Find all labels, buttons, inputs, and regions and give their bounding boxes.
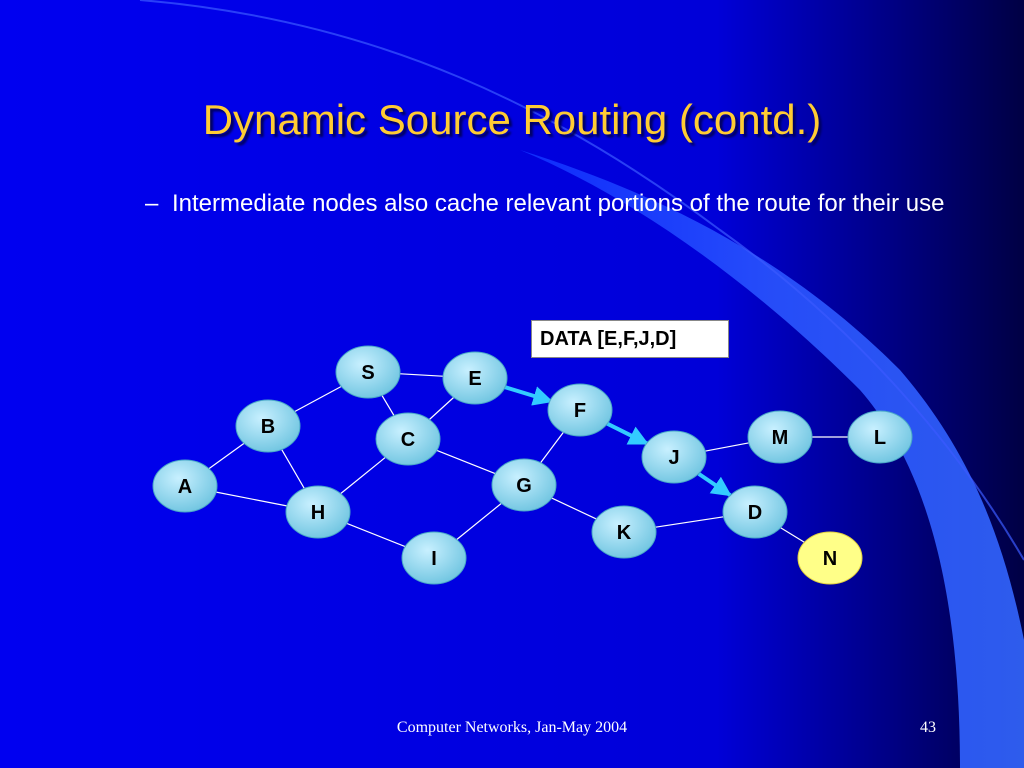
node-label-S: S — [361, 362, 374, 384]
node-label-I: I — [431, 548, 437, 570]
node-shape-K — [591, 505, 657, 559]
edge-A-H — [210, 490, 293, 508]
node-shape-C — [375, 412, 441, 466]
edge-C-H — [337, 454, 389, 497]
node-label-A: A — [178, 476, 192, 498]
edge-K-D — [649, 515, 730, 529]
route-arrow-E-F — [503, 384, 554, 406]
node-E: E — [442, 351, 508, 405]
edges-layer — [205, 372, 854, 549]
slide-title: Dynamic Source Routing (contd.) — [202, 96, 822, 143]
node-label-C: C — [401, 429, 415, 451]
node-shape-B — [235, 399, 301, 453]
node-shape-D — [722, 485, 788, 539]
route-layer — [503, 384, 732, 497]
node-label-B: B — [261, 416, 275, 438]
node-label-E: E — [468, 368, 481, 390]
node-shape-S — [335, 345, 401, 399]
node-A: A — [152, 459, 218, 513]
edge-B-H — [280, 448, 306, 490]
node-label-K: K — [617, 522, 632, 544]
node-C: C — [375, 412, 441, 466]
node-H: H — [285, 485, 351, 539]
edge-S-C — [380, 394, 396, 417]
node-label-M: M — [772, 427, 789, 449]
route-arrow-F-J — [605, 421, 649, 446]
node-label-J: J — [668, 447, 679, 469]
node-label-N: N — [823, 548, 837, 570]
node-M: M — [747, 410, 813, 464]
node-G: G — [491, 458, 557, 512]
node-K: K — [591, 505, 657, 559]
node-shape-N — [797, 531, 863, 585]
route-arrow-J-D — [697, 472, 732, 497]
bullet-marker: – — [145, 190, 159, 217]
page-number: 43 — [920, 719, 936, 736]
node-label-H: H — [311, 502, 325, 524]
node-label-D: D — [748, 502, 762, 524]
node-shape-L — [847, 410, 913, 464]
edge-D-N — [776, 525, 809, 545]
node-S: S — [335, 345, 401, 399]
node-D: D — [722, 485, 788, 539]
node-label-L: L — [874, 427, 886, 449]
edge-E-C — [426, 395, 457, 422]
decorative-sweep — [520, 150, 1024, 768]
edge-C-G — [431, 448, 501, 476]
node-label-F: F — [574, 400, 586, 422]
nodes-layer: S E F B C M L J A G H D K I N — [152, 345, 913, 585]
node-shape-I — [401, 531, 467, 585]
node-shape-M — [747, 410, 813, 464]
edge-S-B — [290, 383, 346, 415]
node-B: B — [235, 399, 301, 453]
node-shape-J — [641, 430, 707, 484]
edge-G-I — [453, 500, 505, 543]
edge-S-E — [393, 372, 450, 378]
node-J: J — [641, 430, 707, 484]
node-N: N — [797, 531, 863, 585]
bullet-text: Intermediate nodes also cache relevant p… — [172, 190, 945, 217]
node-label-G: G — [516, 475, 532, 497]
edge-H-I — [341, 521, 411, 549]
node-I: I — [401, 531, 467, 585]
edge-B-A — [205, 440, 248, 472]
node-shape-A — [152, 459, 218, 513]
node-shape-G — [491, 458, 557, 512]
data-packet-label: DATA [E,F,J,D] — [531, 320, 729, 358]
node-F: F — [547, 383, 613, 437]
node-shape-H — [285, 485, 351, 539]
edge-J-M — [699, 441, 755, 453]
footer-text: Computer Networks, Jan-May 2004 — [396, 719, 628, 736]
decorative-arc — [139, 0, 1024, 561]
node-shape-E — [442, 351, 508, 405]
bullet-point: – Intermediate nodes also cache relevant… — [145, 186, 945, 221]
node-shape-F — [547, 383, 613, 437]
edge-G-K — [547, 495, 601, 522]
edge-F-G — [539, 430, 565, 465]
node-L: L — [847, 410, 913, 464]
